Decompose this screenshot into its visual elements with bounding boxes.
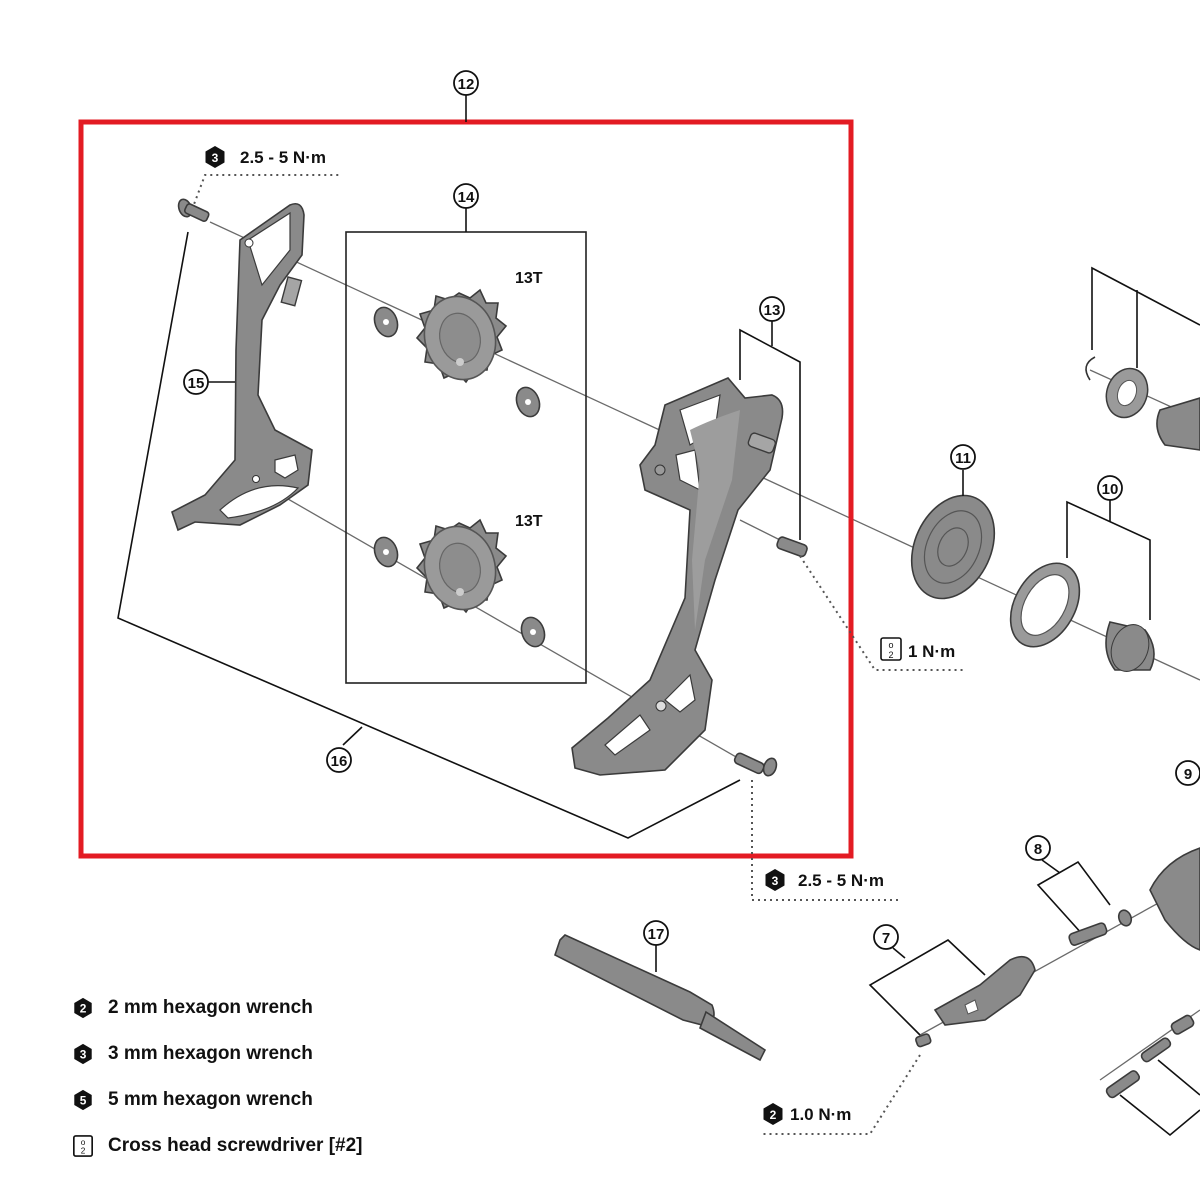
callout-13-label: 13 (764, 302, 781, 319)
cable-guide[interactable]: 7 (868, 924, 1036, 1048)
assembly-axes (209, 221, 1200, 1081)
pulley-top: 13T (373, 270, 543, 418)
callout-17-label: 17 (648, 926, 665, 943)
outer-plate[interactable] (171, 202, 313, 532)
callout-13[interactable]: 13 (739, 296, 801, 540)
svg-text:5: 5 (80, 1094, 87, 1108)
pulley-set[interactable]: 14 13T (345, 183, 587, 684)
legend-item: 5 5 mm hexagon wrench (72, 1077, 363, 1123)
svg-text:2: 2 (770, 1108, 777, 1122)
hex-2-icon: 2 (74, 997, 92, 1019)
partial-parts-top-right (1085, 266, 1200, 451)
bushings[interactable]: 10 (997, 475, 1156, 677)
svg-text:3: 3 (212, 151, 219, 165)
legend-label: Cross head screwdriver [#2] (108, 1135, 363, 1156)
tool[interactable]: 17 (554, 920, 767, 1062)
callout-11-label: 11 (955, 450, 971, 467)
inner-plate[interactable] (571, 377, 784, 776)
derailleur-body-partial (1149, 847, 1200, 951)
callout-16-label: 16 (331, 753, 348, 770)
svg-text:3: 3 (80, 1048, 87, 1062)
callout-15[interactable]: 15 (183, 369, 235, 395)
callout-10-label: 10 (1102, 481, 1119, 498)
callout-7-label: 7 (882, 930, 890, 947)
svg-text:o: o (81, 1138, 86, 1147)
spring-cover[interactable]: 11 (896, 444, 1011, 612)
callout-12-label: 12 (458, 76, 475, 93)
torque-value: 1.0 N·m (790, 1105, 851, 1124)
svg-text:3: 3 (772, 874, 779, 888)
pulley-top-teeth-label: 13T (515, 270, 543, 287)
legend-item: 3 3 mm hexagon wrench (72, 1031, 363, 1077)
cross-screwdriver-icon (880, 637, 902, 661)
svg-text:2: 2 (80, 1002, 87, 1016)
callout-8-label: 8 (1034, 841, 1042, 858)
callout-9[interactable]: 9 (1175, 760, 1200, 786)
legend-label: 3 mm hexagon wrench (108, 1043, 313, 1064)
legend-item: 2 2 mm hexagon wrench (72, 985, 363, 1031)
svg-text:o: o (888, 640, 893, 650)
legend-item: o 2 Cross head screwdriver [#2] (72, 1123, 363, 1169)
callout-9-label: 9 (1184, 766, 1192, 783)
bolt-top-left (177, 198, 210, 223)
bolt-inner-plate (776, 536, 808, 558)
legend-label: 2 mm hexagon wrench (108, 997, 313, 1018)
svg-text:2: 2 (81, 1146, 86, 1155)
callout-12[interactable]: 12 (453, 70, 479, 122)
tool-legend: 2 2 mm hexagon wrench 3 3 mm hexagon wre… (72, 985, 363, 1169)
callout-16[interactable]: 16 (117, 231, 741, 839)
torque-value: 2.5 - 5 N·m (798, 871, 884, 890)
torque-value: 2.5 - 5 N·m (240, 148, 326, 167)
hex-5-icon: 5 (74, 1089, 92, 1111)
torque-value: 1 N·m (908, 642, 955, 661)
torque-spec-cable-guide: 2 1.0 N·m (762, 1054, 921, 1135)
svg-text:2: 2 (888, 650, 893, 660)
callout-15-label: 15 (188, 375, 205, 392)
torque-spec-inner-plate: o 2 1 N·m (799, 555, 965, 671)
torque-spec-bottom: 3 2.5 - 5 N·m (751, 780, 900, 901)
hex-3-icon: 3 (74, 1043, 92, 1065)
partial-parts-bottom-right (1105, 1014, 1200, 1137)
torque-spec-top-left: 3 2.5 - 5 N·m (189, 146, 340, 216)
bolt-bottom (733, 752, 778, 777)
callout-8[interactable]: 8 (1025, 835, 1133, 946)
callout-14-label: 14 (458, 189, 475, 206)
legend-label: 5 mm hexagon wrench (108, 1089, 313, 1110)
cross-screwdriver-icon: o 2 (73, 1135, 93, 1157)
pulley-bottom-teeth-label: 13T (515, 513, 543, 530)
pulley-bottom: 13T (373, 513, 546, 648)
